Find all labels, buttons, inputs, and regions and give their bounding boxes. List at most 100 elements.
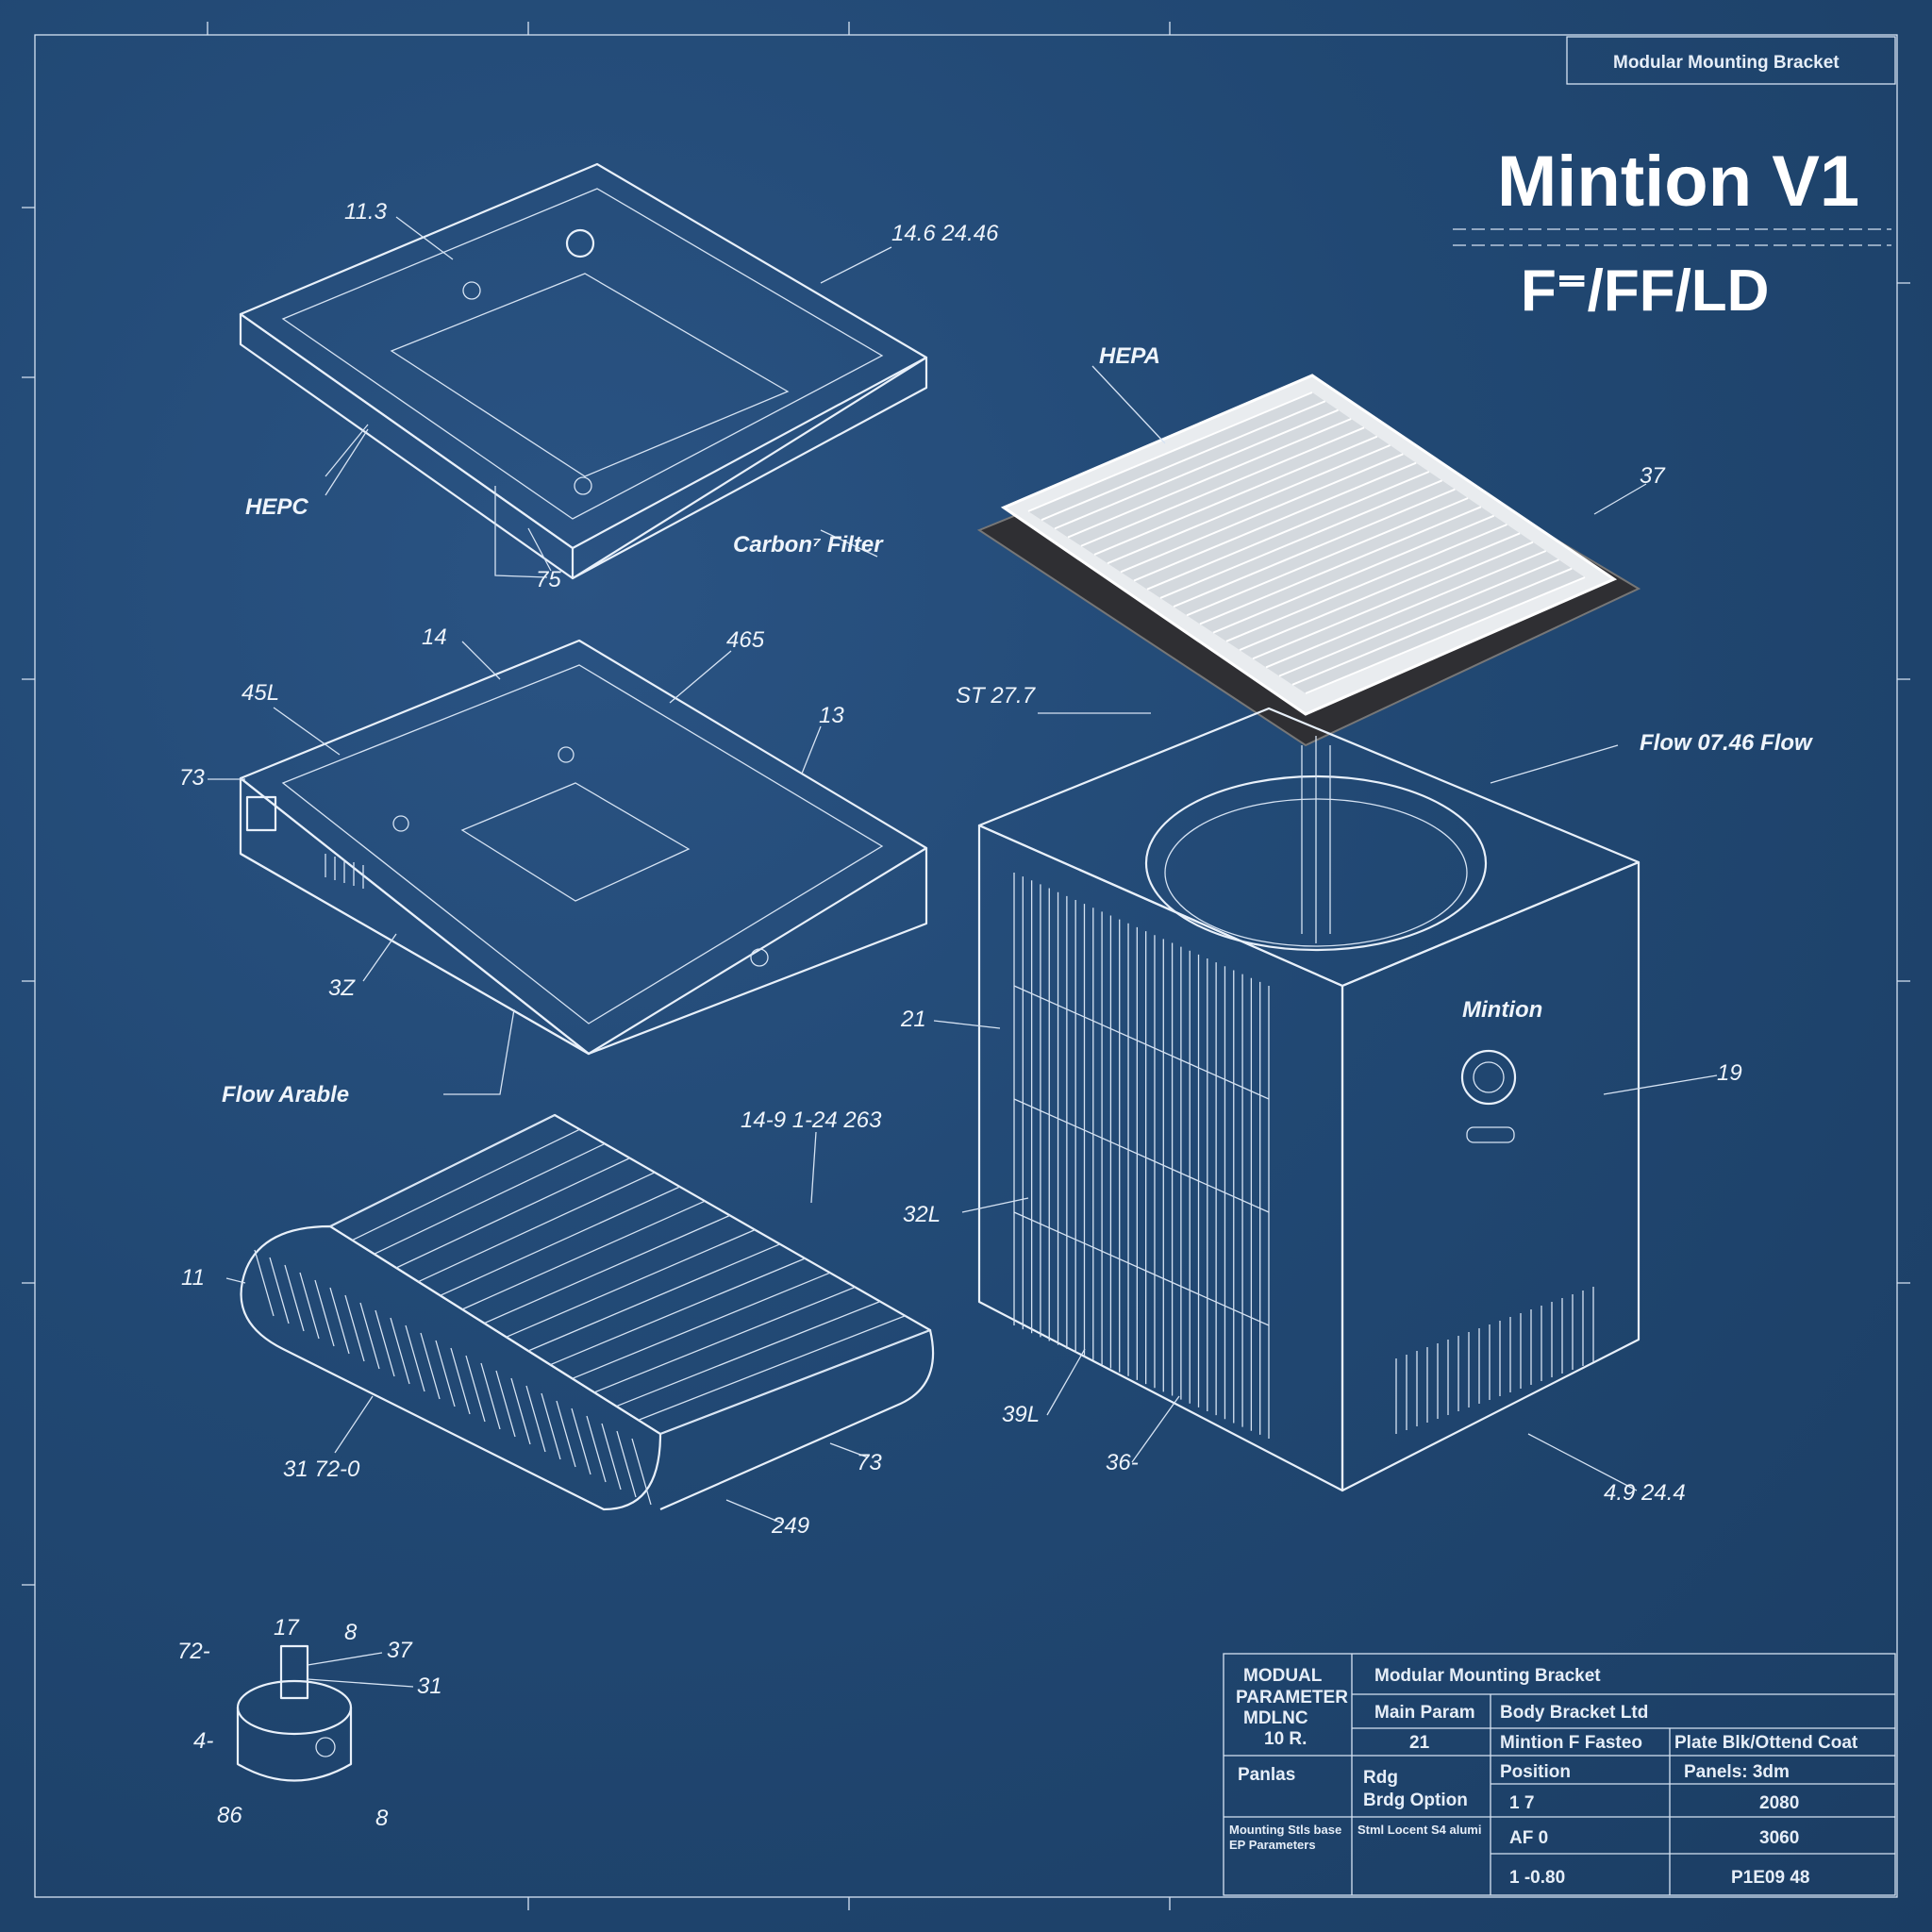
hatch-stroke [525, 1385, 546, 1453]
hatch-stroke [506, 1229, 756, 1338]
callout-hepc: HEPC [245, 494, 308, 520]
drawing-title: Mintion V1 [1497, 142, 1859, 222]
tb-cell: AF 0 [1509, 1828, 1548, 1848]
callout: 73 [179, 765, 205, 791]
callout-flow: Flow 07.46 Flow [1640, 730, 1813, 756]
title-divider [1453, 228, 1891, 246]
tb-cell-wrap: Mounting Stls base EP Parameters [1229, 1823, 1342, 1852]
hatch-stroke [659, 1329, 931, 1435]
hatch-stroke [550, 1257, 806, 1366]
hatch-stroke [1054, 408, 1339, 530]
tb-cell: 1 7 [1509, 1793, 1534, 1813]
hatch-stroke [299, 1272, 320, 1340]
callout: 37 [387, 1638, 413, 1663]
callout: 73 [857, 1450, 882, 1475]
hatch-stroke [1305, 576, 1586, 694]
tb-cell: Stml Locent S4 alumi [1357, 1823, 1482, 1837]
hatch-stroke [1159, 479, 1443, 599]
hatch-stroke [1067, 418, 1352, 539]
callout: 14-9 1-24 263 [741, 1108, 882, 1133]
hatch-stroke [284, 1264, 305, 1332]
tb-cell: Main Param [1374, 1703, 1475, 1723]
hatch-stroke [1265, 550, 1547, 669]
middle-frame-tray [239, 639, 928, 1056]
leader-lines [208, 216, 1718, 1524]
hatch-stroke [586, 1415, 607, 1483]
hatch-stroke [1080, 426, 1365, 547]
hatch-stroke [1225, 524, 1507, 642]
hatch-stroke [484, 1214, 730, 1324]
tb-cell: Mintion F Fasteo [1500, 1733, 1642, 1753]
tb-cell: Rdg [1363, 1768, 1398, 1788]
tb-cell: P1E09 48 [1731, 1868, 1809, 1888]
hatch-stroke [556, 1400, 576, 1468]
hatch-stroke [1252, 541, 1534, 660]
hatch-stroke [1027, 391, 1313, 512]
hatch-stroke [510, 1377, 531, 1445]
tb-cell: Position [1500, 1762, 1571, 1782]
tb-cell: Panlas [1238, 1765, 1295, 1785]
callout: 31 72-0 [283, 1457, 360, 1482]
tb-left-header: PARAMETER [1236, 1688, 1348, 1707]
tb-left-header: 10 R. [1264, 1729, 1307, 1749]
callout: 11 [181, 1265, 205, 1291]
hatch-stroke [374, 1142, 606, 1255]
hatch-stroke [420, 1332, 441, 1400]
callout: 11.3 [344, 199, 388, 225]
callout: 32L [903, 1202, 941, 1227]
hatch-stroke [314, 1279, 335, 1347]
hatch-stroke [1291, 567, 1573, 686]
sheet-border [22, 22, 1910, 1910]
callout: 465 [726, 627, 765, 653]
tb-header-row: Modular Mounting Bracket [1374, 1666, 1601, 1686]
hatch-stroke [1173, 488, 1456, 608]
callout-carbon-filter: Carbon⁷ Filter [733, 532, 884, 558]
callout: 8 [375, 1806, 389, 1831]
hatch-stroke [1107, 444, 1391, 565]
callout: 14 [422, 625, 447, 650]
callout: 31 [417, 1674, 442, 1699]
tb-cell: 21 [1409, 1733, 1430, 1753]
title-box-text: Modular Mounting Bracket [1613, 53, 1840, 73]
tb-cell: Brdg Option [1363, 1790, 1468, 1810]
callout: ST 27.7 [956, 683, 1037, 708]
title-box [1566, 36, 1896, 85]
hatch-stroke [329, 1114, 556, 1227]
hatch-stroke [375, 1309, 395, 1377]
title-block: MODUAL PARAMETER MDLNC 10 R. Modular Mou… [1223, 1653, 1896, 1896]
hatch-stroke [1199, 506, 1482, 625]
hatch-stroke [571, 1407, 591, 1475]
tb-cell: Plate Blk/Ottend Coat [1674, 1733, 1858, 1753]
tb-cell-wrap: Stml Locent S4 alumi [1357, 1823, 1482, 1837]
hatch-stroke [601, 1423, 622, 1491]
callout: 39L [1002, 1402, 1040, 1427]
callout: 3Z [328, 975, 356, 1001]
tb-cell: Mounting Stls base EP Parameters [1229, 1823, 1342, 1852]
unit-brand-label: Mintion [1462, 997, 1542, 1023]
hatch-stroke [440, 1186, 680, 1296]
drawing-subtitle: F⁼/FF/LD [1521, 258, 1769, 324]
callout: 249 [771, 1513, 809, 1539]
hatch-stroke [480, 1362, 501, 1430]
tb-cell: Body Bracket Ltd [1500, 1703, 1648, 1723]
callout: 17 [274, 1615, 300, 1641]
callout: 37 [1640, 463, 1666, 489]
callout: 19 [1717, 1060, 1742, 1086]
hepa-carbon-filter [976, 374, 1641, 747]
hatch-stroke [638, 1315, 906, 1421]
callout: 86 [217, 1803, 242, 1828]
hatch-stroke [1239, 532, 1521, 651]
hatch-stroke [495, 1370, 516, 1438]
tb-cell: 1 -0.80 [1509, 1868, 1565, 1888]
hatch-stroke [1212, 514, 1495, 634]
callout: 21 [900, 1007, 926, 1032]
hatch-stroke [1013, 985, 1270, 1100]
hatch-stroke [1013, 1098, 1270, 1213]
hatch-stroke [631, 1438, 652, 1506]
hatch-stroke [344, 1294, 365, 1362]
hatch-stroke [527, 1243, 781, 1352]
callout: 75 [536, 567, 561, 592]
callout: 45L [242, 680, 279, 706]
